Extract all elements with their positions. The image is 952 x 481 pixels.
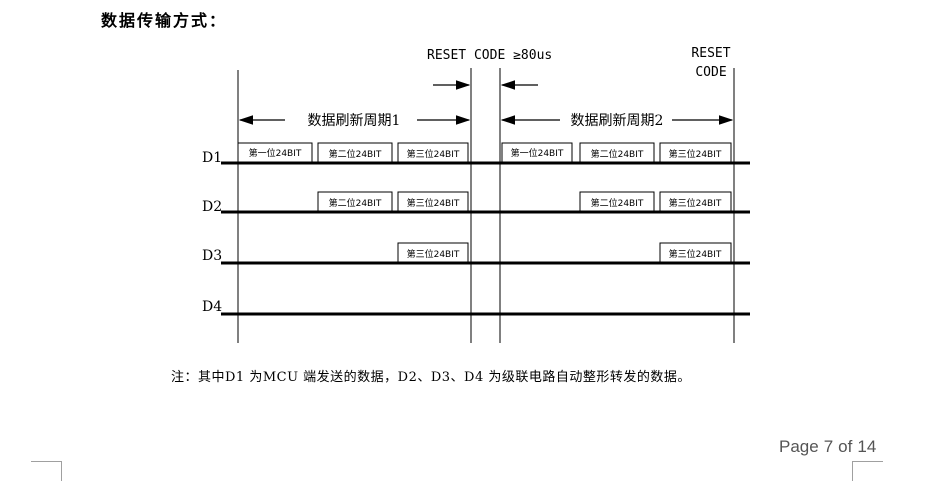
- row-label-d3: D3: [202, 248, 222, 264]
- reset-right-label-1: RESET: [691, 46, 730, 61]
- d1-box-first: 第一位24BIT: [249, 147, 302, 159]
- d2-box-third: 第三位24BIT: [407, 197, 460, 209]
- signal-lines: [221, 161, 750, 316]
- d2-box-second-2: 第二位24BIT: [591, 197, 644, 209]
- d1-box-second: 第二位24BIT: [329, 148, 382, 160]
- d2-box-second: 第二位24BIT: [329, 197, 382, 209]
- period-boundaries: [237, 68, 735, 343]
- d1-box-third: 第三位24BIT: [407, 148, 460, 160]
- page-total: 14: [857, 437, 877, 456]
- data-boxes: [237, 142, 732, 263]
- period2-label: 数据刷新周期2: [571, 113, 664, 129]
- page-corner-right: [852, 461, 883, 481]
- page-number: 7: [823, 437, 834, 456]
- footnote: 注：其中D1 为MCU 端发送的数据，D2、D3、D4 为级联电路自动整形转发的…: [171, 370, 691, 385]
- row-label-d1: D1: [202, 150, 222, 166]
- row-label-d2: D2: [202, 199, 222, 215]
- d1-box-second-2: 第二位24BIT: [591, 148, 644, 160]
- reset-right-label-2: CODE: [695, 65, 726, 80]
- d1-box-first-2: 第一位24BIT: [511, 147, 564, 159]
- page-word: Page: [779, 437, 819, 456]
- d1-box-third-2: 第三位24BIT: [669, 148, 722, 160]
- reset-code-label: RESET CODE ≥80us: [427, 48, 552, 63]
- period1-label: 数据刷新周期1: [308, 113, 401, 129]
- d3-box-third: 第三位24BIT: [407, 248, 460, 260]
- section-heading: 数据传输方式：: [101, 11, 228, 30]
- of-word: of: [838, 437, 853, 456]
- row-label-d4: D4: [202, 299, 222, 315]
- d2-box-third-2: 第三位24BIT: [669, 197, 722, 209]
- page-corner-left: [31, 461, 62, 481]
- d3-box-third-2: 第三位24BIT: [669, 248, 722, 260]
